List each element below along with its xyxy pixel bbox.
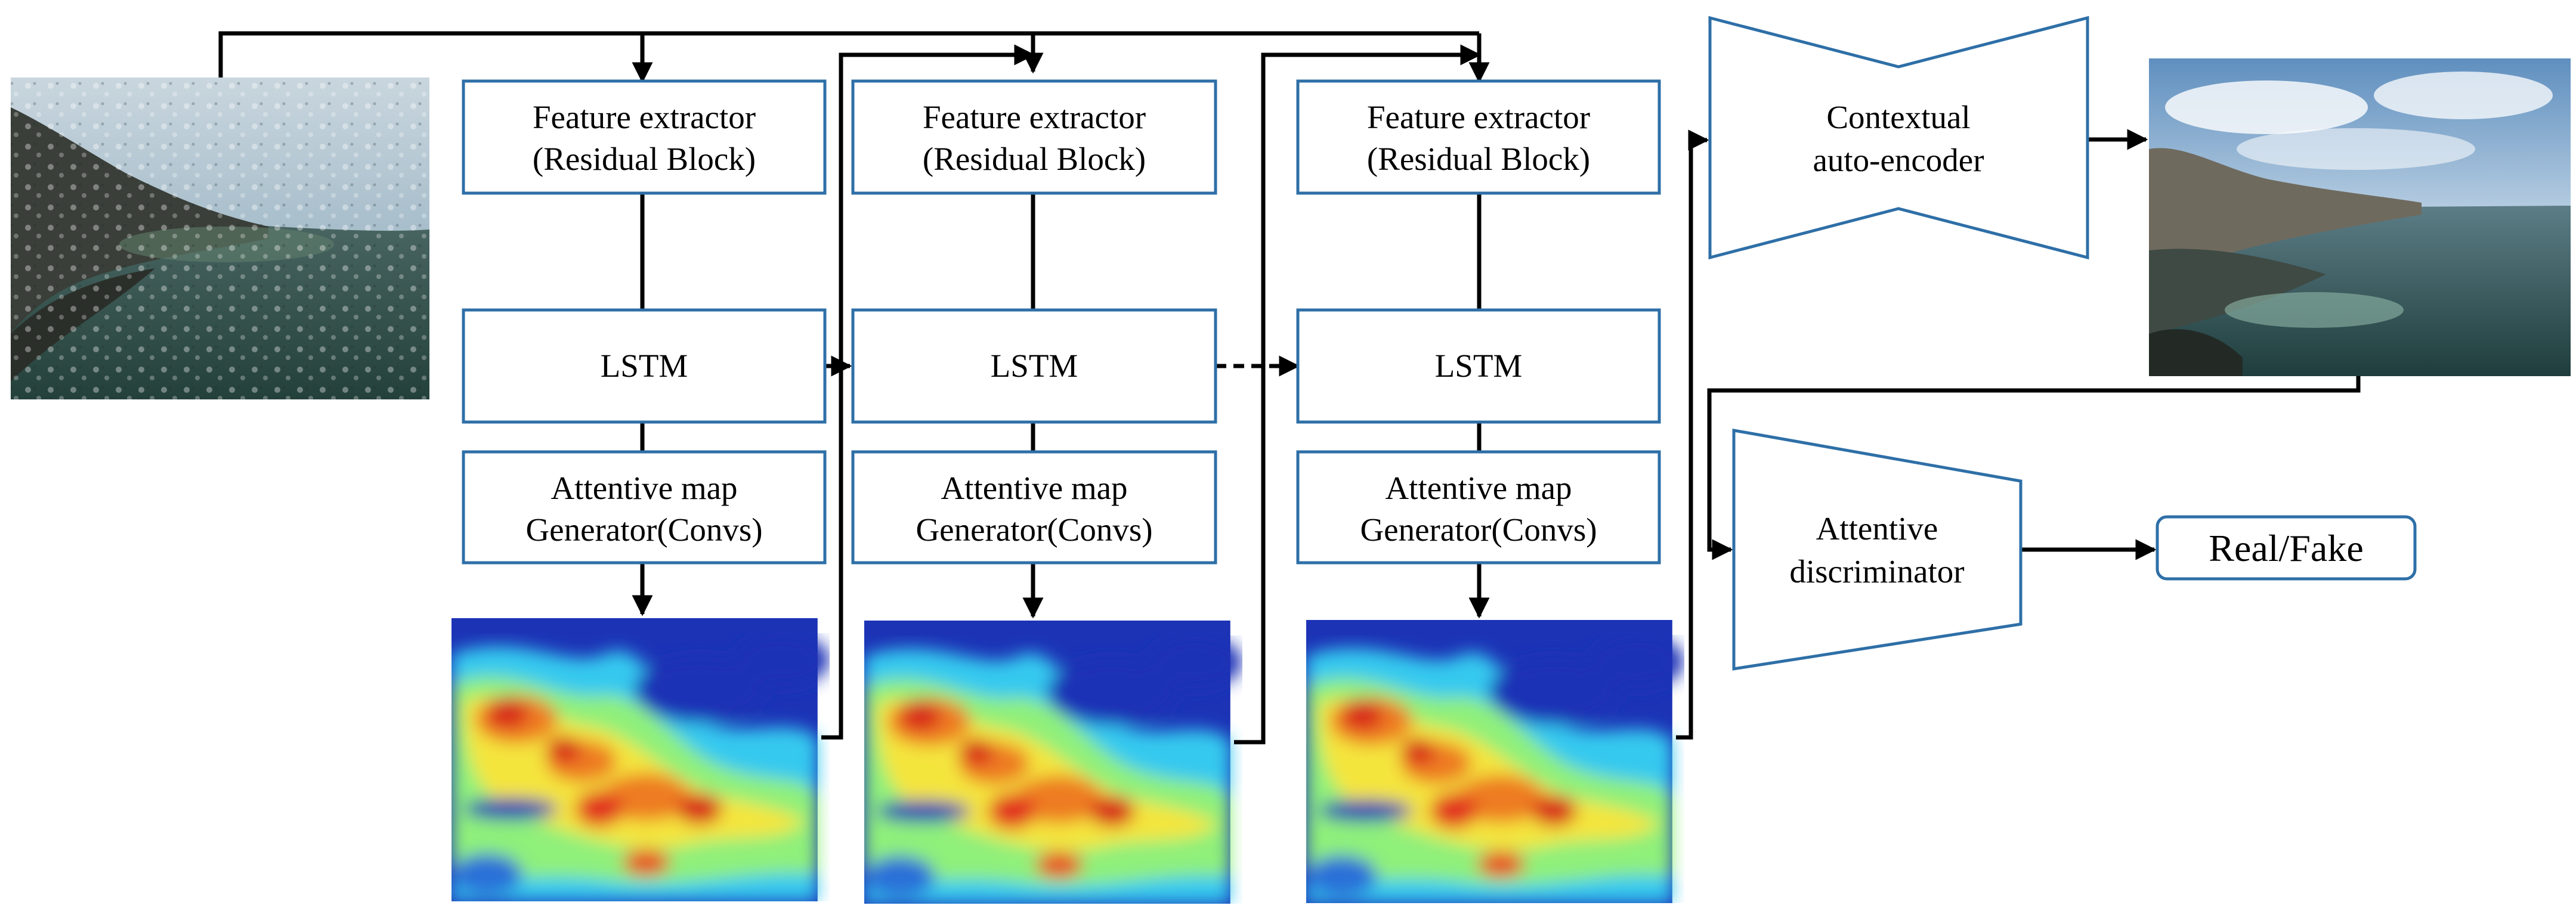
autoencoder-shape [1708,15,2089,260]
attention-map-1 [452,618,830,901]
stage-1: Feature extractor (Residual Block) LSTM … [462,79,827,565]
feature-extractor-box [851,79,1217,195]
attentive-map-sublabel: Generator(Convs) [525,511,762,548]
attentive-map-label: Attentive map [1385,470,1572,506]
attentive-map-generator-box [1296,450,1661,565]
discriminator-sublabel: discriminator [1789,553,1964,590]
contextual-autoencoder: Contextual auto-encoder [1708,15,2089,260]
feature-extractor-sublabel: (Residual Block) [533,141,756,177]
rainy-input-image [11,77,429,399]
lstm-box [851,308,1217,424]
attentive-map-label: Attentive map [551,470,737,506]
attentive-map-generator-box [851,450,1217,565]
feature-extractor-label: Feature extractor [533,99,756,135]
feature-extractor-label: Feature extractor [923,99,1146,135]
feature-extractor-sublabel: (Residual Block) [1367,141,1590,177]
attention-map-3 [1306,620,1684,903]
autoencoder-label: Contextual [1826,99,1970,135]
lstm-label: LSTM [991,348,1078,384]
discriminator-label: Attentive [1816,510,1938,547]
real-fake-output: Real/Fake [2156,515,2417,581]
stage-3: Feature extractor (Residual Block) LSTM … [1296,79,1661,565]
feature-extractor-sublabel: (Residual Block) [923,141,1146,177]
stage-2: Feature extractor (Residual Block) LSTM … [851,79,1217,565]
feature-extractor-box [1296,79,1661,195]
attentive-map-label: Attentive map [941,470,1127,506]
lstm-box [1296,308,1661,424]
connectors [218,31,2361,745]
feature-extractor-box [462,79,827,195]
feature-extractor-label: Feature extractor [1367,99,1590,135]
clean-output-image [2149,58,2571,376]
attention-map-2 [864,621,1242,904]
autoencoder-sublabel: auto-encoder [1813,142,1984,178]
lstm-box [462,308,827,424]
attentive-discriminator: Attentive discriminator [1732,429,2023,671]
attentive-map-generator-box [462,450,827,565]
real-fake-box [2156,515,2417,581]
real-fake-label: Real/Fake [2209,527,2363,569]
lstm-label: LSTM [601,348,688,384]
lstm-label: LSTM [1435,348,1523,384]
attentive-map-sublabel: Generator(Convs) [1360,511,1597,548]
attentive-map-sublabel: Generator(Convs) [916,511,1152,548]
discriminator-shape [1732,429,2023,671]
